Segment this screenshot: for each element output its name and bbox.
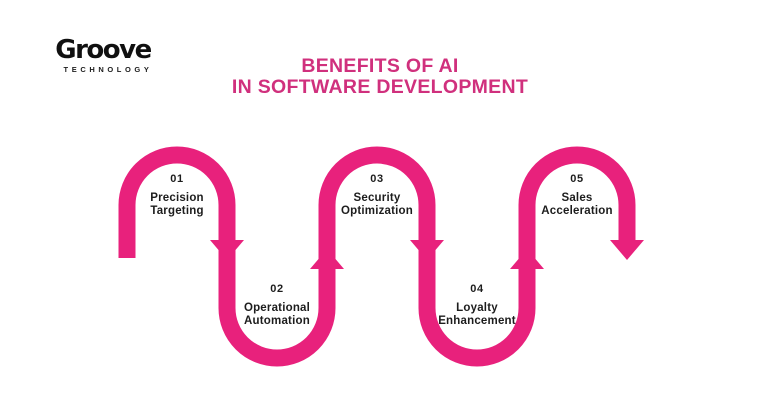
serpentine-path: [118, 146, 636, 367]
step-number: 04: [470, 283, 484, 295]
arrow-down-icon: [410, 240, 444, 260]
step-label-line: Enhancement: [438, 315, 516, 327]
arrow-up-icon: [310, 249, 344, 269]
step-item: 04 Loyalty Enhancement: [412, 283, 542, 328]
step-number: 05: [570, 173, 584, 185]
step-label-line: Loyalty: [456, 302, 498, 314]
title-line-2: IN SOFTWARE DEVELOPMENT: [231, 75, 529, 98]
brand-logo: Groove TECHNOLOGY: [44, 36, 162, 74]
step-number: 02: [270, 283, 284, 295]
step-label: Precision Targeting: [112, 192, 242, 218]
step-label-line: Operational: [243, 302, 311, 314]
arrow-down-icon: [210, 240, 244, 260]
step-label-line: Automation: [244, 315, 310, 327]
step-label-line: Acceleration: [541, 205, 613, 217]
step-label-line: Precision: [150, 192, 204, 204]
step-number: 03: [370, 173, 384, 185]
step-label-line: Security: [353, 192, 401, 204]
step-label: Sales Acceleration: [512, 192, 642, 218]
step-item: 05 Sales Acceleration: [512, 173, 642, 218]
step-label: Loyalty Enhancement: [412, 302, 542, 328]
step-label-line: Sales: [561, 192, 593, 204]
logo-wordmark: Groove: [55, 35, 152, 65]
logo-subtitle: TECHNOLOGY: [63, 65, 153, 74]
step-label-line: Optimization: [340, 205, 414, 217]
step-label-line: Targeting: [150, 205, 204, 217]
arrow-up-icon: [510, 249, 544, 269]
step-number: 01: [170, 173, 184, 185]
step-item: 01 Precision Targeting: [112, 173, 242, 218]
step-label: Security Optimization: [312, 192, 442, 218]
step-label: Operational Automation: [212, 302, 342, 328]
step-item: 03 Security Optimization: [312, 173, 442, 218]
title-line-1: BENEFITS OF AI: [301, 55, 459, 77]
step-item: 02 Operational Automation: [212, 283, 342, 328]
page-title: BENEFITS OF AI IN SOFTWARE DEVELOPMENT: [0, 56, 760, 97]
arrow-down-icon: [610, 240, 644, 260]
